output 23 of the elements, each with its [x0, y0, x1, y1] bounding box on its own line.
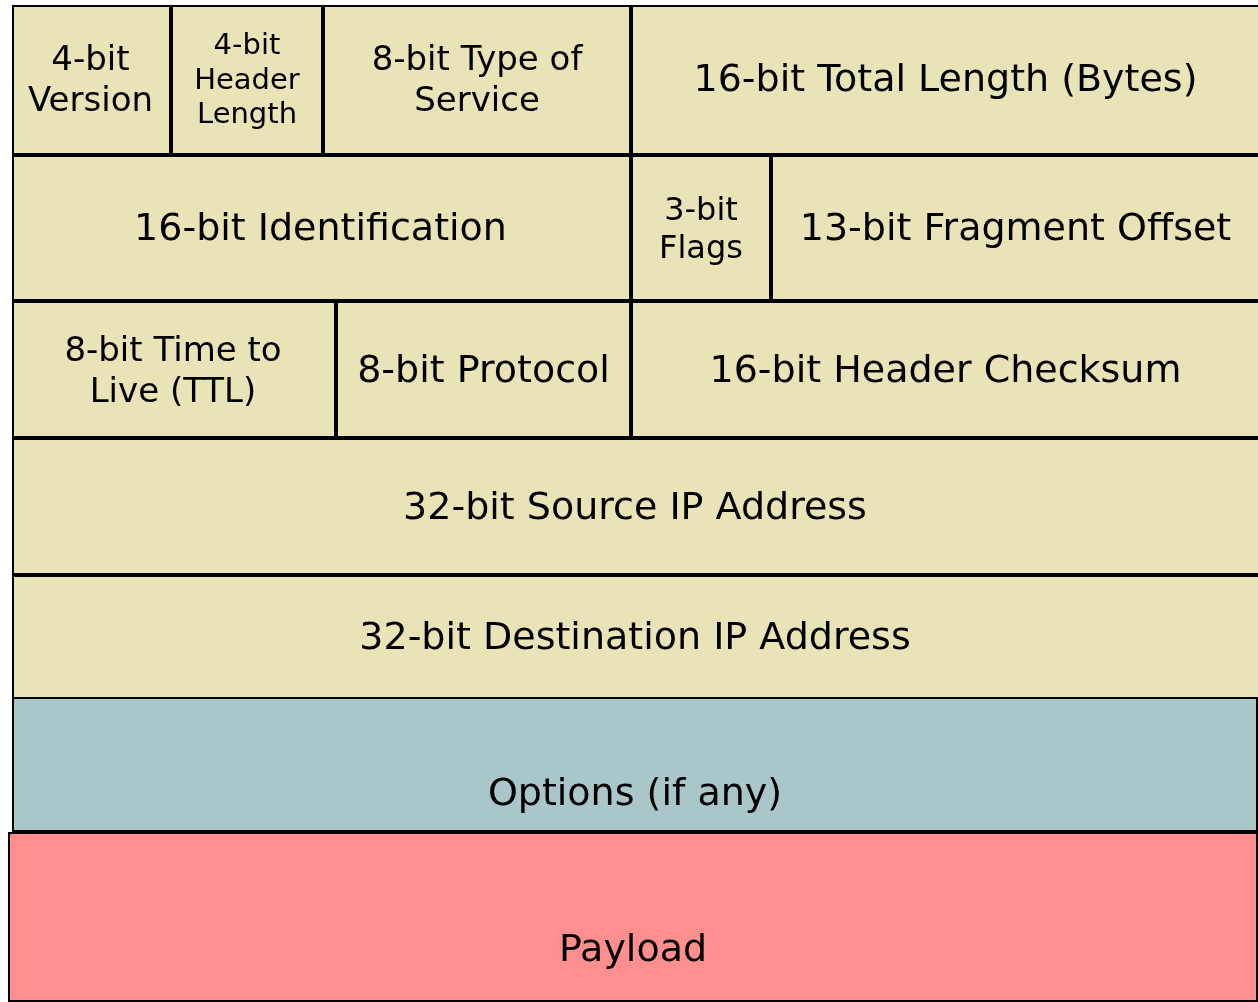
field-name: 13-bit Fragment Offset [799, 205, 1232, 251]
field-name: 3-bit Flags [658, 189, 744, 267]
header-field [173, 5, 325, 157]
header-field [12, 157, 633, 303]
field-name: 16-bit Identification [134, 205, 507, 251]
options-band [12, 697, 1258, 832]
field-name: 32-bit Source IP Address [403, 483, 867, 530]
field-name: 8-bit Protocol [357, 346, 610, 393]
field-name: 16-bit Total Length (Bytes) [693, 56, 1198, 102]
field-name: Payload [558, 926, 708, 972]
field-name: 4-bit Version [27, 38, 154, 120]
header-field [338, 303, 633, 440]
field-name: 32-bit Destination IP Address [359, 614, 911, 660]
header-field [325, 5, 633, 157]
field-name: 8-bit Time to Live (TTL) [63, 328, 283, 411]
header-field [12, 303, 338, 440]
field-name: 8-bit Type of Service [370, 38, 584, 120]
field-name: 16-bit Header Checksum [709, 346, 1182, 393]
header-field [12, 5, 173, 157]
payload-band [8, 832, 1258, 1002]
field-name: 4-bit Header Length [193, 26, 301, 132]
field-name: Options (if any) [487, 770, 783, 816]
header-field [633, 157, 773, 303]
